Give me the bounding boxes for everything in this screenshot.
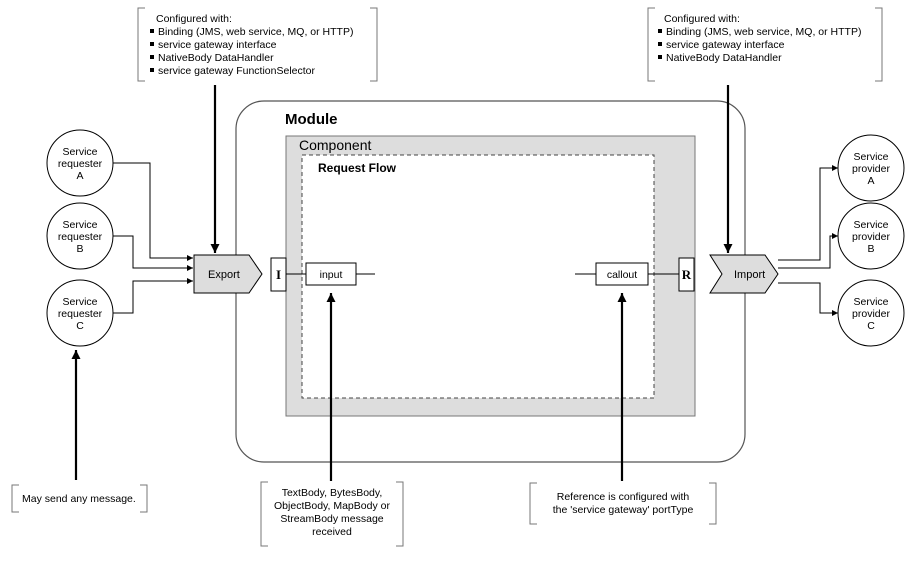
import-note-bullet	[658, 55, 662, 59]
export-note-bullet	[150, 55, 154, 59]
requester-b-line1: Service	[62, 219, 97, 231]
provider-a-line2: provider	[852, 163, 890, 175]
provider-c-line2: provider	[852, 308, 890, 320]
service-provider-a: Service provider A	[837, 134, 905, 202]
service-provider-c: Service provider C	[837, 279, 905, 347]
service-requester-c: Service requester C	[46, 279, 114, 347]
module-title: Module	[285, 111, 338, 128]
import-note-bullet	[658, 29, 662, 33]
input-note-line: TextBody, BytesBody,	[282, 487, 383, 499]
provider-a-connector	[778, 165, 838, 261]
request-flow-title: Request Flow	[318, 161, 397, 175]
component-title: Component	[299, 137, 371, 153]
input-note-line: StreamBody message	[280, 513, 383, 525]
import-node: Import	[709, 254, 779, 294]
interface-marker-label: I	[276, 267, 281, 282]
requester-b-line3: B	[76, 243, 83, 255]
reference-marker-label: R	[682, 267, 692, 282]
export-note-item: service gateway interface	[158, 39, 277, 51]
requester-note: May send any message.	[11, 484, 148, 513]
requester-b-line2: requester	[58, 231, 103, 243]
import-note-item: service gateway interface	[666, 39, 785, 51]
import-label: Import	[734, 269, 765, 281]
requester-note-text: May send any message.	[22, 493, 136, 505]
import-note-bullet	[658, 42, 662, 46]
provider-a-line1: Service	[853, 151, 888, 163]
export-note-bullet	[150, 29, 154, 33]
input-note-line: received	[312, 526, 352, 538]
export-note-heading: Configured with:	[156, 13, 232, 25]
reference-marker: R	[678, 257, 695, 292]
provider-b-line3: B	[867, 243, 874, 255]
callout-node-label: callout	[607, 269, 637, 281]
import-config-note: Configured with: Binding (JMS, web servi…	[647, 7, 883, 82]
provider-c-line3: C	[867, 320, 875, 332]
import-note-item: NativeBody DataHandler	[666, 52, 782, 64]
input-note-line: ObjectBody, MapBody or	[274, 500, 390, 512]
requester-b-connector	[113, 235, 193, 271]
input-node: input	[305, 262, 357, 286]
service-provider-b: Service provider B	[837, 202, 905, 270]
callout-note-line: the 'service gateway' portType	[553, 504, 694, 516]
callout-note-line: Reference is configured with	[557, 491, 690, 503]
export-node: Export	[193, 254, 263, 294]
export-note-bullet	[150, 42, 154, 46]
requester-a-connector	[113, 162, 193, 261]
export-note-item: service gateway FunctionSelector	[158, 65, 315, 77]
export-config-note: Configured with: Binding (JMS, web servi…	[137, 7, 378, 82]
import-note-heading: Configured with:	[664, 13, 740, 25]
export-note-item: NativeBody DataHandler	[158, 52, 274, 64]
request-flow-box	[301, 154, 655, 399]
provider-b-connector	[778, 233, 838, 269]
service-requester-b: Service requester B	[46, 202, 114, 270]
service-requester-a: Service requester A	[46, 129, 114, 197]
callout-note: Reference is configured with the 'servic…	[529, 482, 717, 525]
provider-c-line1: Service	[853, 296, 888, 308]
requester-a-line3: A	[76, 170, 83, 182]
interface-marker: I	[270, 257, 287, 292]
input-node-label: input	[320, 269, 343, 281]
requester-a-line1: Service	[62, 146, 97, 158]
provider-b-line2: provider	[852, 231, 890, 243]
callout-node: callout	[595, 262, 649, 286]
export-note-bullet	[150, 68, 154, 72]
requester-c-line3: C	[76, 320, 84, 332]
provider-b-line1: Service	[853, 219, 888, 231]
import-note-item: Binding (JMS, web service, MQ, or HTTP)	[666, 26, 861, 38]
input-note: TextBody, BytesBody, ObjectBody, MapBody…	[260, 481, 404, 547]
export-note-item: Binding (JMS, web service, MQ, or HTTP)	[158, 26, 353, 38]
requester-c-connector	[113, 278, 193, 314]
provider-a-line3: A	[867, 175, 874, 187]
provider-c-connector	[778, 282, 838, 316]
export-label: Export	[208, 269, 240, 281]
requester-a-line2: requester	[58, 158, 103, 170]
requester-c-line1: Service	[62, 296, 97, 308]
requester-c-line2: requester	[58, 308, 103, 320]
